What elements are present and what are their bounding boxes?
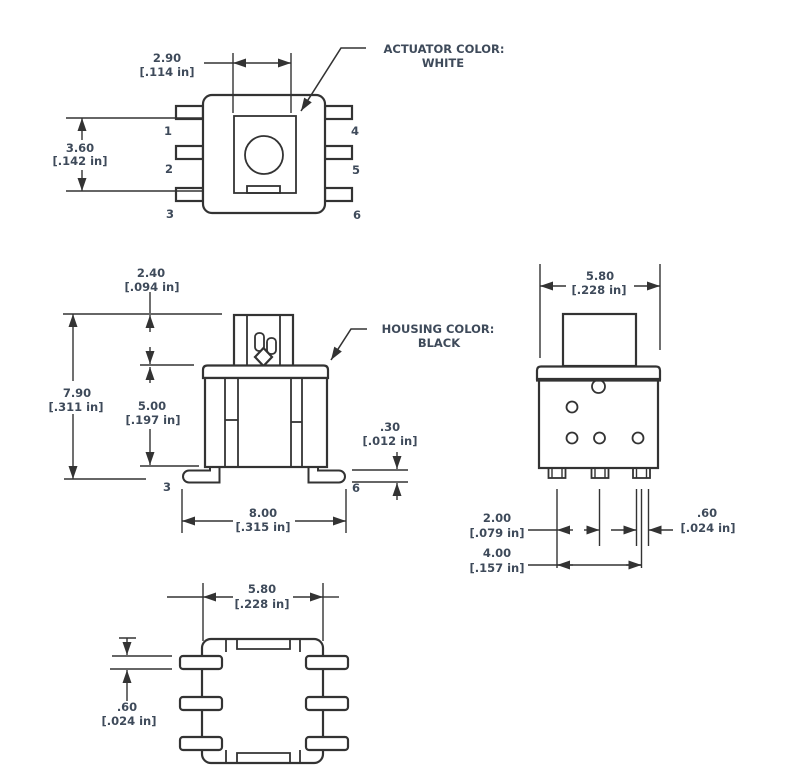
dim-text: .30 [380, 420, 400, 434]
dim-text: 8.00 [249, 506, 277, 520]
dim-text-in: [.311 in] [48, 400, 103, 414]
side-housing-holes [565, 379, 645, 445]
dim-text: 2.90 [153, 51, 181, 65]
top-view: 1 2 3 4 5 6 2.90 [.114 in] 3.60 [.142 in… [52, 42, 504, 222]
side-pin-extension-lines [556, 489, 650, 568]
dim-text-in: [.315 in] [235, 520, 290, 534]
dim-text: 2.00 [483, 511, 511, 525]
dim-body-height: 5.00 [.197 in] [125, 367, 199, 467]
dim-text: 2.40 [137, 266, 165, 280]
front-housing-channels [224, 378, 303, 467]
dim-text-in: [.228 in] [234, 597, 289, 611]
pin-label-3: 3 [163, 480, 171, 494]
top-view-notch [246, 185, 281, 194]
side-view: 5.80 [.228 in] 2.00 [.079 in] 4.00 [.1 [469, 264, 736, 575]
dim-bottom-lead-thickness: .60 [.024 in] [101, 637, 172, 728]
actuator-color-callout: ACTUATOR COLOR: WHITE [300, 42, 505, 112]
dim-actuator-width: 2.90 [.114 in] [139, 51, 292, 113]
callout-text-1: HOUSING COLOR: [382, 322, 495, 336]
front-housing-body [203, 376, 329, 469]
dim-text: 5.00 [138, 399, 166, 413]
callout-text-2: WHITE [422, 56, 464, 70]
dim-text-in: [.012 in] [362, 434, 417, 448]
dim-text: .60 [697, 506, 717, 520]
side-housing-body [537, 378, 660, 470]
front-lead-left [181, 467, 221, 484]
pin-label-5: 5 [352, 163, 360, 177]
dim-pin-width: .60 [.024 in] [611, 506, 736, 535]
dim-text: .60 [117, 700, 137, 714]
top-view-actuator-button [244, 135, 284, 175]
dim-text-in: [.114 in] [139, 65, 194, 79]
dim-text: 5.80 [248, 582, 276, 596]
dim-text-in: [.079 in] [469, 526, 524, 540]
side-actuator [561, 312, 638, 368]
dim-text-in: [.024 in] [101, 714, 156, 728]
pin-label-4: 4 [351, 124, 359, 138]
bottom-slots [225, 639, 301, 763]
pin-label-1: 1 [164, 124, 172, 138]
dim-text: 4.00 [483, 546, 511, 560]
dim-bottom-body-width: 5.80 [.228 in] [167, 582, 339, 641]
dim-text-in: [.142 in] [52, 154, 107, 168]
dim-text-in: [.024 in] [680, 521, 735, 535]
pin-label-6: 6 [352, 481, 360, 495]
pin-label-2: 2 [165, 162, 173, 176]
front-view: 3 6 7.90 [.311 in] 2.40 [.094 in] 5.00 [ [48, 266, 494, 534]
dim-text: 7.90 [63, 386, 91, 400]
dim-side-pin-span: 4.00 [.157 in] [469, 546, 642, 575]
callout-text-2: BLACK [418, 336, 461, 350]
bottom-view-pins [178, 654, 350, 752]
dim-text-in: [.094 in] [124, 280, 179, 294]
dim-total-height: 7.90 [.311 in] [48, 313, 222, 480]
pin-label-3: 3 [166, 207, 174, 221]
dim-lead-span: 8.00 [.315 in] [181, 489, 347, 534]
dim-pin-pitch: 2.00 [.079 in] [469, 511, 600, 540]
side-bottom-pins [547, 467, 651, 479]
front-lead-right [307, 467, 347, 484]
side-housing-cap [535, 365, 662, 381]
dim-text: 3.60 [66, 141, 94, 155]
front-housing-cap [201, 364, 330, 380]
dim-side-body-width: 5.80 [.228 in] [539, 264, 661, 358]
dim-text-in: [.157 in] [469, 561, 524, 575]
dim-text-in: [.228 in] [571, 283, 626, 297]
top-view-housing-outline [201, 93, 327, 215]
dim-text: 5.80 [586, 269, 614, 283]
dim-actuator-height: 2.40 [.094 in] [124, 266, 194, 366]
housing-color-callout: HOUSING COLOR: BLACK [330, 322, 495, 361]
callout-text-1: ACTUATOR COLOR: [383, 42, 504, 56]
dim-pin-span-top: 3.60 [.142 in] [52, 117, 204, 192]
pin-label-6: 6 [353, 208, 361, 222]
dim-lead-thickness: .30 [.012 in] [352, 420, 418, 500]
dim-text-in: [.197 in] [125, 413, 180, 427]
bottom-view: 5.80 [.228 in] .60 [.024 in] [101, 582, 350, 765]
